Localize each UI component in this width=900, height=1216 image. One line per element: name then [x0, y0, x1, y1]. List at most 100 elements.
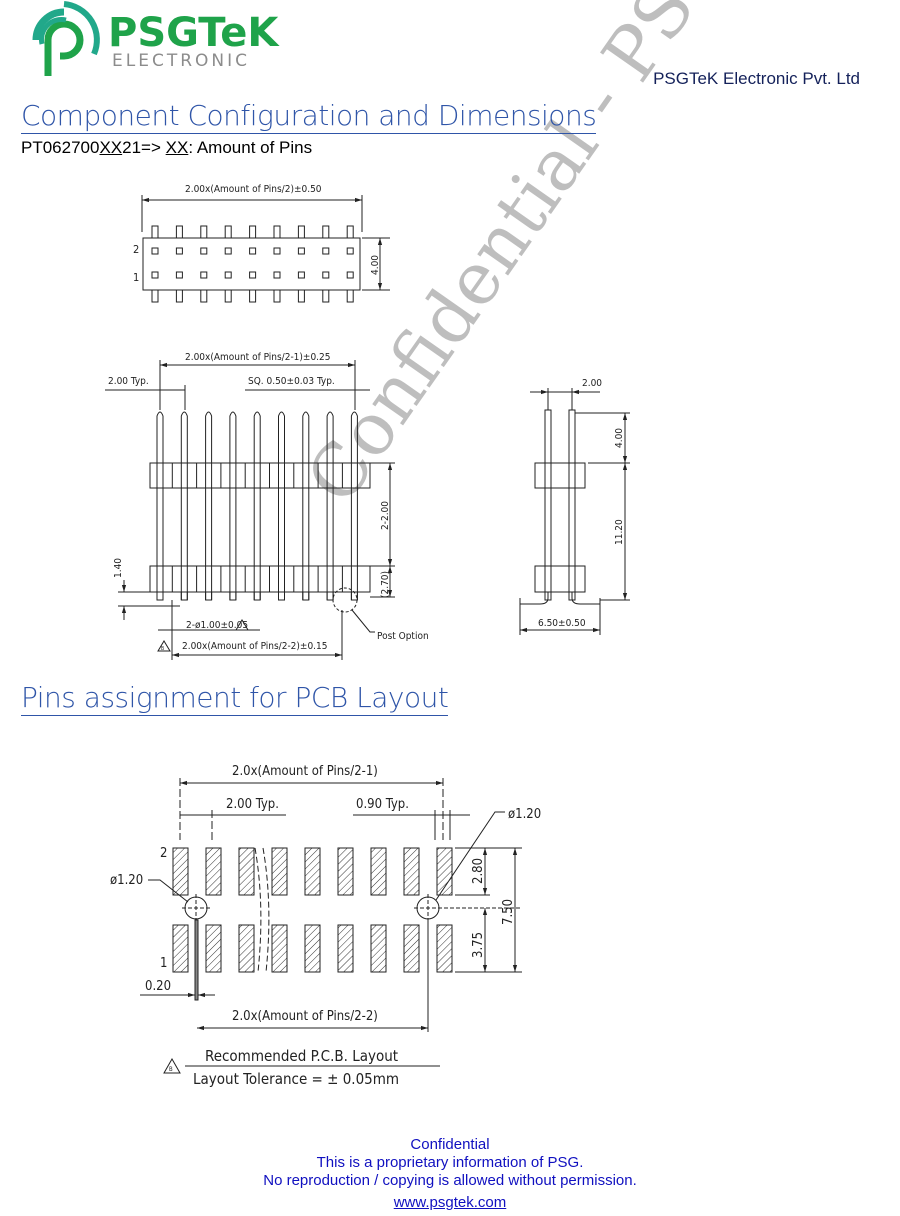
top-pin [273, 225, 281, 239]
row-label-2: 2 [133, 243, 139, 256]
post-option-label: Post Option [377, 631, 429, 642]
front-pin-tail [156, 591, 164, 601]
front-pin-tail [326, 591, 334, 601]
part-prefix: PT062700 [21, 138, 100, 157]
company-name: PSGTeK Electronic Pvt. Ltd [653, 69, 860, 88]
top-pin-square [224, 247, 232, 255]
top-pin [346, 289, 354, 303]
top-pin [200, 289, 208, 303]
top-pin-square [346, 271, 354, 279]
legend-variable: XX [165, 138, 189, 157]
pcb-layout-drawing [140, 778, 522, 1067]
front-pitch-dim: 2.00 Typ. [108, 376, 149, 387]
pcb-pad [172, 924, 189, 973]
top-pin [273, 289, 281, 303]
top-height-dim: 4.00 [370, 255, 381, 275]
pcb-span-bottom: 2.0x(Amount of Pins/2-2) [232, 1009, 378, 1024]
footer-no-reproduction: No reproduction / copying is allowed wit… [263, 1172, 637, 1189]
footer: Confidential This is a proprietary infor… [0, 1136, 900, 1212]
front-pin [302, 411, 310, 600]
pcb-hole-right: ø1.20 [508, 807, 541, 822]
pcb-note-title: Recommended P.C.B. Layout [205, 1047, 398, 1065]
top-pin-square [322, 271, 330, 279]
top-pin-square [175, 247, 183, 255]
pcb-pad-length: 2.80 [471, 858, 486, 884]
note-b-icon [163, 1057, 181, 1074]
ref-dim: (2.70) [380, 571, 391, 598]
pcb-row-2: 2 [160, 846, 167, 861]
front-pin [205, 411, 213, 600]
top-pin [224, 225, 232, 239]
svg-text:ELECTRONIC: ELECTRONIC [112, 51, 250, 71]
top-pin [151, 225, 159, 239]
front-pin [229, 411, 237, 600]
front-pin-tail [350, 591, 358, 601]
pcb-pad [436, 847, 453, 896]
pcb-pad [304, 847, 321, 896]
pcb-pitch: 2.00 Typ. [226, 797, 279, 812]
top-pin [249, 225, 257, 239]
pcb-pad [403, 924, 420, 973]
top-pin [297, 225, 305, 239]
top-pin [200, 225, 208, 239]
top-pin [224, 289, 232, 303]
top-pin-square [200, 271, 208, 279]
top-pin-square [273, 271, 281, 279]
psgtek-logo: PSGTeK ELECTRONIC [32, 1, 280, 76]
pcb-gap: 0.20 [145, 979, 171, 994]
pcb-hole-left: ø1.20 [110, 873, 143, 888]
top-pin [175, 289, 183, 303]
pcb-pad [370, 847, 387, 896]
top-pin-square [249, 271, 257, 279]
top-pin [175, 225, 183, 239]
pcb-pad [172, 847, 189, 896]
pcb-pad [205, 924, 222, 973]
top-pin [346, 225, 354, 239]
post-length-dim: 1.40 [113, 558, 124, 578]
pcb-pad [337, 847, 354, 896]
top-pin-square [151, 271, 159, 279]
top-pin [151, 289, 159, 303]
side-view-drawing [519, 388, 630, 635]
top-width-dim: 2.00x(Amount of Pins/2)±0.50 [185, 184, 322, 195]
post-span-dim: 2.00x(Amount of Pins/2-2)±0.15 [182, 641, 327, 652]
footer-proprietary: This is a proprietary information of PSG… [316, 1154, 584, 1171]
front-pin-tail [302, 591, 310, 601]
pcb-pad [238, 924, 255, 973]
side-foot-dim: 6.50±0.50 [538, 618, 586, 629]
front-pin-tail [229, 591, 237, 601]
front-span-dim: 2.00x(Amount of Pins/2-1)±0.25 [185, 352, 330, 363]
top-pin-square [297, 271, 305, 279]
part-number-legend: PT062700XX21=> XX: Amount of Pins [21, 138, 312, 158]
top-pin [322, 225, 330, 239]
front-pin [253, 411, 261, 600]
front-pin-tail [180, 591, 188, 601]
footer-confidential: Confidential [410, 1136, 490, 1153]
pcb-pad [403, 847, 420, 896]
side-total-dim: 11.20 [614, 519, 625, 545]
top-pin-square [175, 271, 183, 279]
part-suffix: 21=> [122, 138, 166, 157]
website-link[interactable]: www.psgtek.com [393, 1194, 507, 1211]
front-pin [326, 411, 334, 600]
top-pin-square [297, 247, 305, 255]
pcb-pad [337, 924, 354, 973]
part-variable: XX [99, 138, 123, 157]
front-pin [180, 411, 188, 600]
top-pin-square [346, 247, 354, 255]
section-title-dimensions: Component Configuration and Dimensions [21, 99, 597, 134]
pcb-hole-offset: 3.75 [471, 932, 486, 958]
pcb-pad [304, 924, 321, 973]
front-pin [156, 411, 164, 600]
top-pin [249, 289, 257, 303]
post-dia-dim: 2-ø1.00±0.05 [186, 620, 248, 631]
front-pin-tail [278, 591, 285, 601]
svg-text:PSGTeK: PSGTeK [108, 10, 280, 56]
pcb-note-tolerance: Layout Tolerance = ± 0.05mm [193, 1070, 399, 1088]
pcb-pad [436, 924, 453, 973]
pcb-pad [271, 847, 288, 896]
top-pin-square [200, 247, 208, 255]
pcb-row-1: 1 [160, 956, 167, 971]
pcb-span-top: 2.0x(Amount of Pins/2-1) [232, 764, 378, 779]
